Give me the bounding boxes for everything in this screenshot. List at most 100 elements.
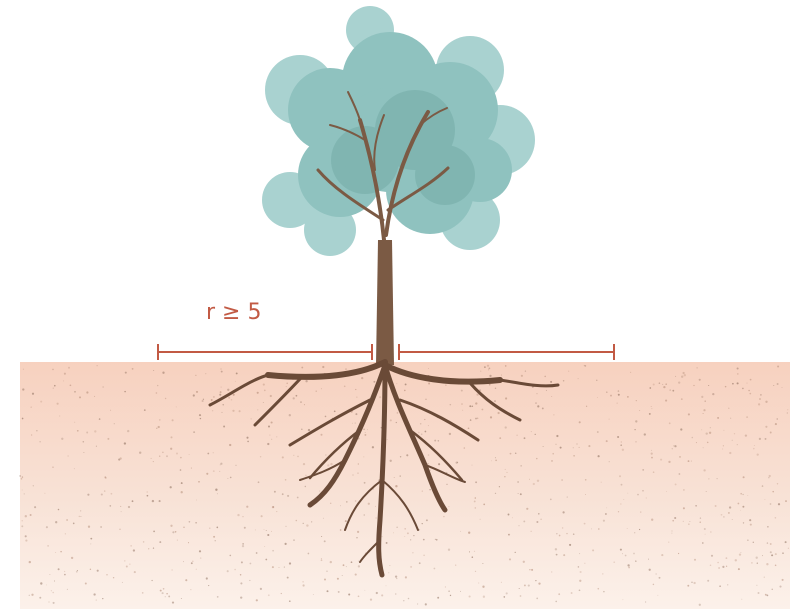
soil-speck (712, 392, 715, 396)
soil-speck (205, 577, 208, 580)
soil-speck (278, 566, 280, 569)
soil-speck (250, 418, 252, 420)
soil-speck (608, 461, 610, 463)
soil-speck (326, 570, 328, 572)
soil-speck (723, 516, 725, 518)
soil-speck (635, 399, 637, 402)
soil-speck (752, 541, 754, 543)
soil-speck (740, 492, 743, 495)
soil-speck (471, 556, 474, 558)
soil-speck (63, 380, 65, 382)
soil-speck (95, 599, 97, 601)
root-system (208, 359, 560, 578)
soil-speck (293, 454, 295, 456)
soil-speck (728, 407, 730, 409)
soil-speck (500, 374, 503, 376)
soil-speck (518, 587, 520, 590)
soil-speck (249, 579, 251, 582)
soil-speck (428, 382, 431, 385)
soil-speck (201, 399, 204, 403)
soil-speck (78, 396, 82, 399)
soil-speck (211, 409, 214, 412)
soil-speck (727, 511, 730, 514)
soil-speck (652, 583, 655, 586)
soil-speck (494, 457, 496, 459)
soil-speck (146, 491, 148, 493)
soil-speck (535, 402, 537, 404)
soil-speck (617, 390, 620, 392)
soil-speck (728, 506, 732, 509)
soil-speck (722, 565, 725, 569)
soil-speck (438, 463, 441, 466)
soil-speck (93, 593, 96, 596)
soil-speck (29, 513, 32, 517)
soil-speck (90, 537, 93, 540)
soil-speck (691, 436, 694, 439)
soil-speck (675, 375, 677, 377)
soil-speck (296, 496, 299, 499)
soil-speck (208, 585, 210, 587)
soil-speck (737, 568, 740, 571)
soil-speck (320, 388, 322, 390)
soil-speck (542, 446, 544, 447)
soil-speck (267, 533, 270, 537)
soil-speck (558, 593, 561, 596)
soil-speck (680, 428, 683, 431)
soil-speck (206, 472, 209, 475)
soil-speck (75, 570, 78, 573)
soil-speck (161, 592, 164, 595)
soil-speck (94, 430, 97, 433)
soil-speck (36, 430, 38, 432)
soil-speck (717, 416, 720, 419)
soil-speck (541, 407, 544, 410)
soil-speck (357, 472, 359, 474)
soil-speck (393, 477, 395, 479)
soil-speck (67, 455, 69, 457)
soil-speck (241, 544, 245, 548)
soil-speck (418, 562, 421, 565)
soil-speck (157, 425, 160, 429)
soil-speck (28, 594, 30, 596)
soil-speck (265, 529, 267, 531)
soil-speck (566, 496, 568, 498)
soil-speck (620, 444, 622, 447)
soil-speck (531, 568, 534, 571)
soil-speck (352, 474, 354, 476)
soil-speck (619, 475, 621, 478)
soil-speck (746, 382, 748, 384)
soil-speck (474, 497, 477, 499)
soil-speck (663, 385, 666, 389)
soil-speck (284, 479, 287, 481)
soil-speck (49, 574, 51, 576)
soil-speck (63, 372, 66, 375)
soil-speck (198, 414, 202, 417)
soil-speck (460, 590, 461, 592)
soil-speck (767, 526, 769, 528)
soil-speck (340, 505, 341, 507)
soil-speck (24, 535, 27, 538)
soil-speck (504, 468, 506, 470)
soil-speck (768, 474, 771, 478)
soil-speck (404, 576, 407, 579)
soil-speck (351, 422, 353, 424)
soil-speck (781, 386, 783, 388)
soil-speck (591, 528, 593, 530)
soil-speck (322, 365, 325, 369)
soil-speck (257, 481, 260, 484)
soil-speck (367, 502, 370, 505)
soil-speck (524, 370, 527, 372)
soil-speck (655, 573, 657, 575)
soil-speck (422, 538, 425, 541)
soil-speck (703, 527, 706, 531)
soil-speck (776, 383, 779, 385)
soil-speck (771, 588, 773, 590)
soil-speck (671, 530, 673, 532)
soil-speck (671, 532, 673, 534)
soil-speck (553, 414, 555, 416)
soil-speck (604, 513, 607, 515)
soil-speck (100, 526, 102, 528)
soil-speck (624, 554, 627, 557)
soil-speck (480, 370, 482, 372)
soil-speck (514, 551, 516, 554)
soil-speck (207, 452, 210, 455)
